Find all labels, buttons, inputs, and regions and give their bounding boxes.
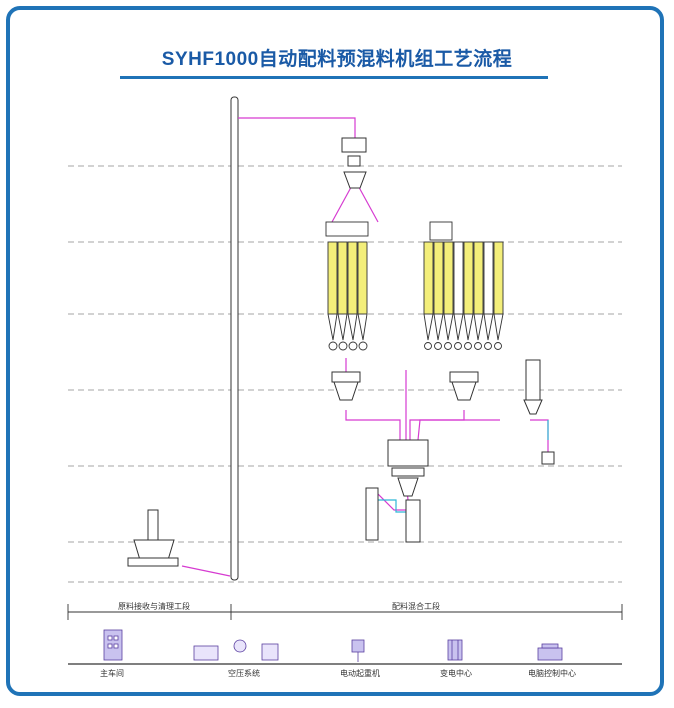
building-icon [103,629,123,661]
section-label-left: 原料接收与清理工段 [118,602,190,611]
section-label-right: 配料混合工段 [392,602,440,611]
top-separator [341,137,367,189]
liquid-adding-unit [523,359,555,465]
page-title: SYHF1000自动配料预混料机组工艺流程 [161,49,513,70]
weighing-hoppers [331,371,479,401]
title-underline [120,76,548,79]
air-compressor-icon [193,639,279,661]
raw-material-intake [127,509,179,567]
computer-control-icon [537,643,563,661]
section-dividers [67,604,623,665]
legend-label-crane: 电动起重机 [340,669,380,678]
micro-bins-left [325,221,369,351]
substation-icon [447,639,463,661]
legend-label-substation: 变电中心 [440,669,472,678]
legend-label-computer: 电脑控制中心 [528,669,576,678]
legend-label-building: 主车间 [100,669,124,678]
bucket-elevator [230,96,239,581]
legend-label-air: 空压系统 [228,669,260,678]
packing-units [365,487,421,543]
micro-bins-right [423,221,504,350]
outer-frame [6,6,664,696]
mixer [387,439,429,497]
air-pipes [378,420,549,513]
crane-icon [351,639,365,662]
